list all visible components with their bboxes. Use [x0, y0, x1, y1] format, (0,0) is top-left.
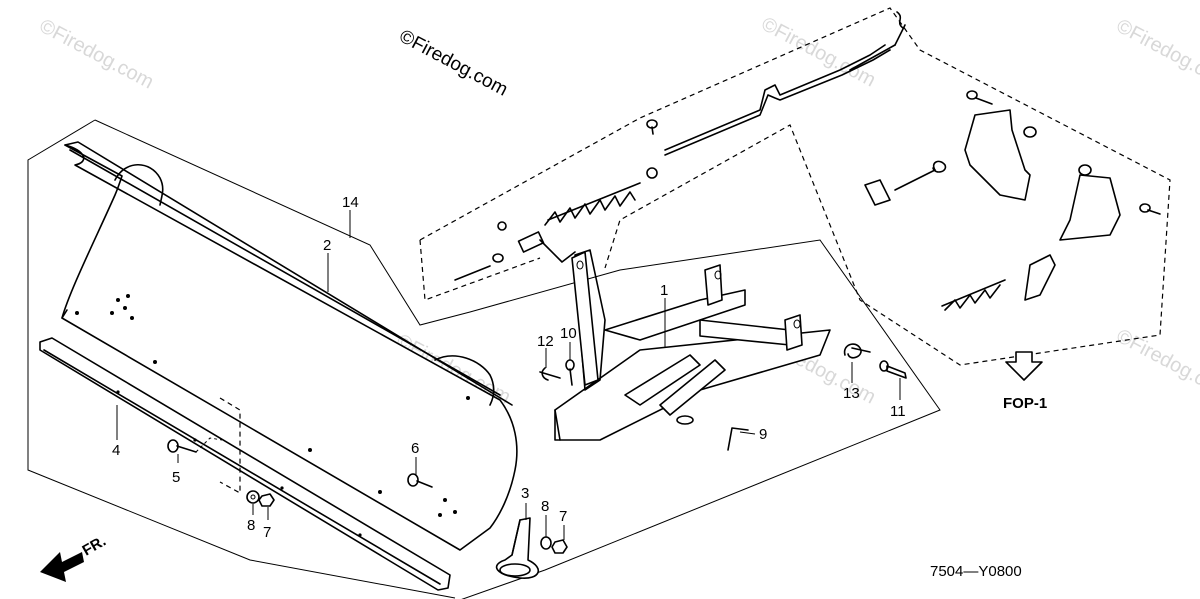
lynch-pin-12 — [539, 367, 561, 381]
skid-shoe — [495, 517, 540, 579]
washer-nut-right — [540, 536, 568, 554]
callout-12: 12 — [537, 333, 554, 350]
bolt-dashed-box — [219, 397, 241, 495]
assembly-boundary — [94, 119, 941, 599]
plow-frame — [554, 249, 831, 441]
pin-10 — [565, 359, 575, 386]
watermark-1: ©Firedog.com — [36, 15, 157, 94]
plow-blade — [61, 141, 518, 551]
bolt-6 — [407, 473, 433, 488]
direction-label: FR. — [80, 533, 109, 560]
assembly-boundary-left — [27, 119, 456, 599]
linkage-dashed-boundary — [419, 7, 1171, 366]
spring-clip-13 — [843, 343, 871, 359]
callout-3: 3 — [521, 485, 529, 502]
reference-label: FOP-1 — [1003, 395, 1047, 412]
front-direction-arrow — [40, 552, 84, 582]
callout-13: 13 — [843, 385, 860, 402]
watermark-3: ©Firedog.com — [1113, 15, 1200, 94]
callout-2: 2 — [323, 237, 331, 254]
blade-holes — [75, 294, 470, 517]
credit-text: ©Firedog.com — [396, 26, 511, 101]
bent-rod-9 — [727, 427, 749, 451]
callout-11: 11 — [890, 403, 906, 420]
callout-10: 10 — [560, 325, 577, 342]
pin-11 — [879, 360, 907, 379]
callout-1: 1 — [660, 282, 668, 299]
carriage-bolt-5 — [167, 439, 197, 453]
callout-8-left: 8 — [247, 517, 255, 534]
diagram-code: 7504—Y0800 — [930, 563, 1022, 580]
linkage-parts — [454, 11, 906, 281]
leader-lines — [116, 210, 901, 540]
bolt5-dashed-link — [195, 437, 223, 453]
callout-8-right: 8 — [541, 498, 549, 515]
callout-5: 5 — [172, 469, 180, 486]
watermark-6: ©Firedog.com — [1113, 325, 1200, 404]
cutting-edge — [39, 337, 451, 591]
callout-14: 14 — [342, 194, 359, 211]
callout-6: 6 — [411, 440, 419, 457]
washer-nut-left — [246, 490, 275, 507]
fop-arrow — [1005, 351, 1043, 381]
linkage-dashed-inner — [419, 239, 541, 301]
bracket-parts — [864, 90, 1161, 311]
callout-4: 4 — [112, 442, 120, 459]
callouts: 14 2 1 12 10 13 11 9 4 5 6 8 7 3 8 7 — [112, 194, 906, 541]
callout-9: 9 — [759, 426, 767, 443]
callout-7-left: 7 — [263, 524, 271, 541]
callout-7-right: 7 — [559, 508, 567, 525]
